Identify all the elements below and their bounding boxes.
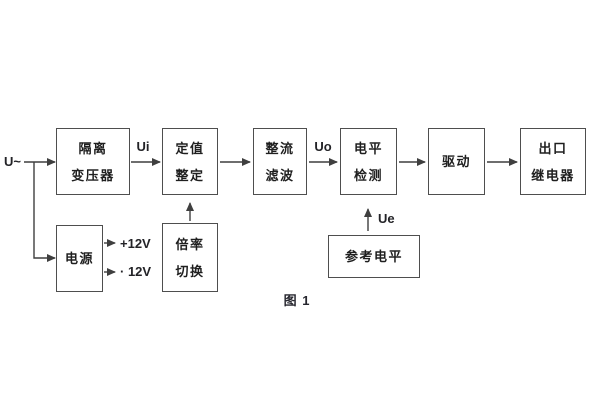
block-label-line: 整定 (175, 167, 205, 183)
signal-label-plus-12v: +12V (120, 236, 151, 251)
block-rectifier-filter: 整流 滤波 (253, 128, 307, 195)
signal-label-input-voltage: U~ (4, 154, 21, 169)
block-power-supply: 电源 (56, 225, 103, 292)
block-label-line: 参考电平 (344, 249, 403, 264)
block-label-line: 倍率 (175, 236, 205, 252)
block-label-line: 出口 (538, 140, 568, 156)
block-isolation-transformer: 隔离 变压器 (56, 128, 130, 195)
block-label-line: 变压器 (71, 167, 115, 183)
block-output-relay: 出口 继电器 (520, 128, 586, 195)
signal-label-ui: Ui (136, 139, 150, 154)
block-label-line: 电源 (64, 251, 94, 266)
connector-input-to-power (33, 162, 56, 262)
signal-label-ue: Ue (378, 211, 395, 226)
block-reference-level: 参考电平 (328, 235, 420, 278)
block-label-line: 检测 (353, 167, 383, 183)
figure-caption: 图 1 (283, 293, 311, 308)
block-ratio-switch: 倍率 切换 (162, 223, 218, 292)
block-setpoint-setting: 定值 整定 (162, 128, 218, 195)
block-label-line: 继电器 (531, 167, 575, 183)
block-drive: 驱动 (428, 128, 485, 195)
signal-label-uo: Uo (314, 139, 332, 154)
block-label-line: 滤波 (265, 167, 295, 183)
block-label-line: 驱动 (441, 154, 471, 169)
block-label-line: 电平 (353, 140, 383, 156)
block-label-line: 定值 (175, 140, 205, 156)
block-level-detection: 电平 检测 (340, 128, 397, 195)
block-label-line: 切换 (175, 263, 205, 279)
signal-label-minus-12v: · 12V (120, 264, 152, 279)
block-label-line: 隔离 (78, 140, 108, 156)
block-label-line: 整流 (265, 140, 295, 156)
